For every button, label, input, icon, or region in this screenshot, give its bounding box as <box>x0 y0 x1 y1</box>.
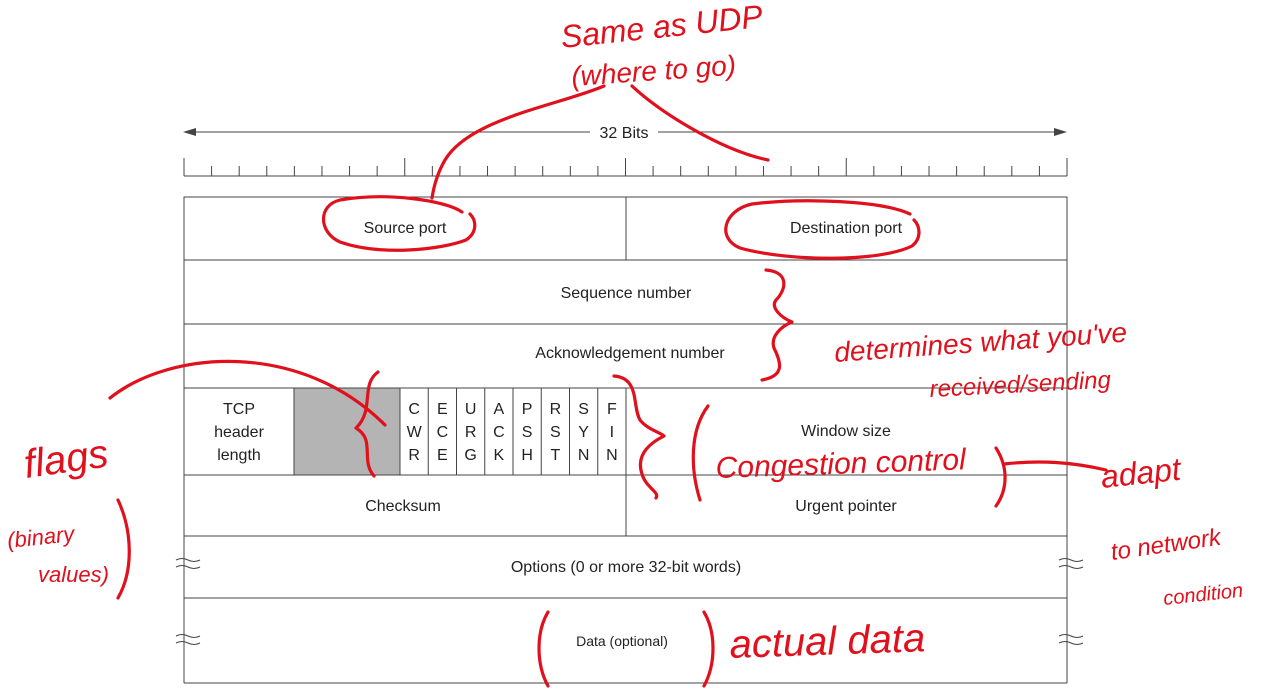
seq-ack-note-line-2: received/sending <box>929 366 1112 402</box>
flags-pointer <box>108 359 387 427</box>
adapt-note-line-1: adapt <box>1099 451 1184 495</box>
binary-note-line-2: values) <box>38 562 109 587</box>
flag-letter: U <box>465 401 477 418</box>
flag-letter: E <box>437 447 448 464</box>
flag-letter: T <box>550 447 560 464</box>
tcp-header-length-label-1: TCP <box>223 401 255 418</box>
flag-letter: A <box>494 401 505 418</box>
window-note-open-paren <box>691 404 710 502</box>
options-right-break <box>1058 558 1084 569</box>
tcp-header-length-label-2: header <box>214 424 264 441</box>
data-right-break <box>1058 634 1084 645</box>
seq-ack-brace <box>760 268 794 382</box>
adapt-pointer <box>1002 460 1108 472</box>
flag-letter: N <box>606 447 618 464</box>
reserved-bits-cell <box>293 387 401 476</box>
flag-letter: N <box>578 447 590 464</box>
header-table <box>183 196 1068 684</box>
handwritten-annotations: Same as UDP (where to go) determines wha… <box>6 0 1244 688</box>
flags-right-brace <box>612 374 666 500</box>
data-note-close-paren <box>702 610 715 688</box>
flag-letter: H <box>521 447 533 464</box>
flag-letter: G <box>464 447 476 464</box>
destination-port-label: Destination port <box>790 220 903 237</box>
bit-width-ruler: 32 Bits <box>183 121 1068 177</box>
window-note: Congestion control <box>715 443 967 485</box>
flag-letter: K <box>494 447 505 464</box>
source-port-circle <box>322 195 477 252</box>
flag-letter: S <box>578 401 589 418</box>
flag-letter: W <box>407 424 423 441</box>
flag-letter: E <box>437 401 448 418</box>
flag-letter: R <box>408 447 420 464</box>
flag-letter: I <box>610 424 614 441</box>
source-port-label: Source port <box>364 220 447 237</box>
source-port-pointer <box>430 84 606 200</box>
binary-note-line-1: (binary <box>6 521 77 553</box>
ports-note-line-2: (where to go) <box>570 50 737 92</box>
flag-letter: C <box>493 424 505 441</box>
data-note: actual data <box>729 616 926 667</box>
options-left-break <box>175 558 201 569</box>
ruler-label-backdrop <box>590 121 658 141</box>
row-break-marks <box>175 558 1084 645</box>
adapt-note-line-2: to network <box>1109 524 1224 566</box>
acknowledgement-number-label: Acknowledgement number <box>535 345 725 362</box>
flag-letter: P <box>522 401 533 418</box>
tcp-header-length-label-3: length <box>217 447 261 464</box>
data-label: Data (optional) <box>576 633 668 649</box>
flag-letter: S <box>550 424 561 441</box>
ruler-ticks <box>183 158 1068 176</box>
flags-note: flags <box>21 432 111 487</box>
window-size-label: Window size <box>801 423 891 440</box>
flag-letter: C <box>437 424 449 441</box>
checksum-label: Checksum <box>365 498 441 515</box>
urgent-pointer-label: Urgent pointer <box>795 498 897 515</box>
binary-note-paren <box>116 498 131 600</box>
sequence-number-label: Sequence number <box>561 285 692 302</box>
destination-port-circle <box>724 199 921 260</box>
window-note-close-paren <box>994 446 1007 508</box>
flag-letter: R <box>550 401 562 418</box>
flag-letter: F <box>607 401 617 418</box>
adapt-note-line-3: condition <box>1162 580 1244 610</box>
data-note-open-paren <box>537 610 550 688</box>
options-label: Options (0 or more 32-bit words) <box>511 559 741 576</box>
flags-left-brace <box>354 370 380 478</box>
flag-letter: Y <box>578 424 589 441</box>
flag-letter: C <box>408 401 420 418</box>
ruler-right-arrowhead <box>1054 128 1067 136</box>
data-left-break <box>175 634 201 645</box>
ruler-left-arrowhead <box>183 128 196 136</box>
flag-letter: S <box>522 424 533 441</box>
ports-note-line-1: Same as UDP <box>559 0 765 55</box>
flag-letter: R <box>465 424 477 441</box>
ruler-label: 32 Bits <box>600 125 649 142</box>
destination-port-pointer <box>630 84 770 162</box>
